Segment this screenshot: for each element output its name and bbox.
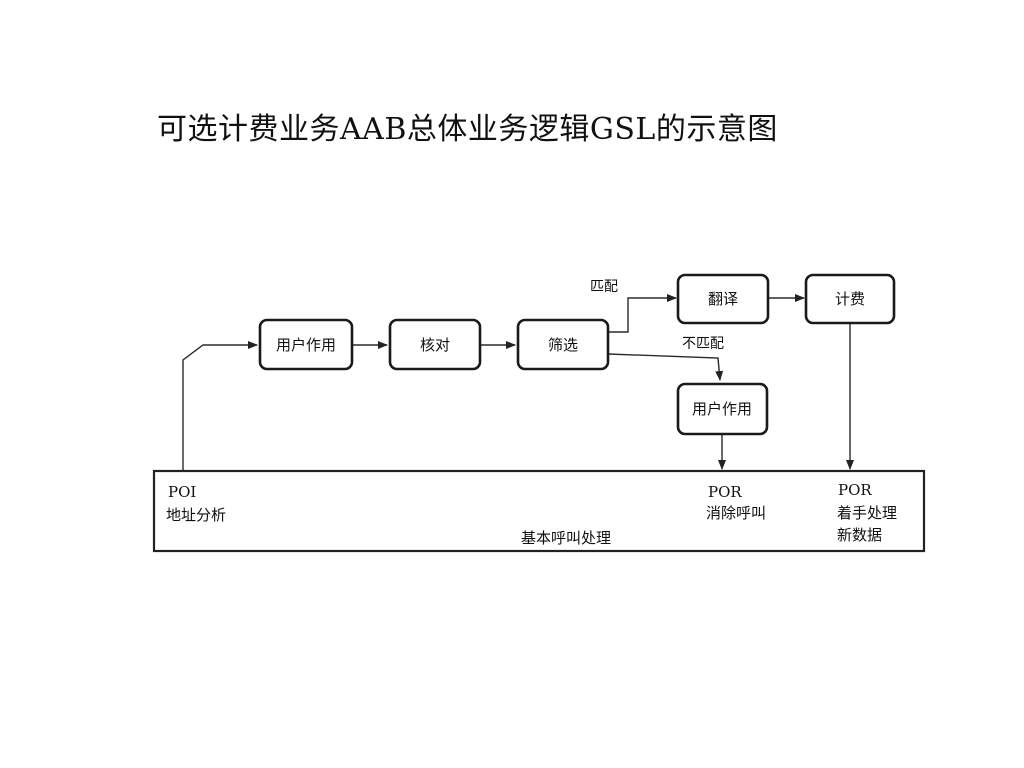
node-user-action-2: 用户作用: [676, 382, 769, 436]
node-user-action-2-label: 用户作用: [692, 400, 752, 418]
page-title: 可选计费业务AAB总体业务逻辑GSL的示意图: [157, 112, 778, 147]
node-screen-label: 筛选: [548, 336, 578, 354]
basic-call-processing-label: 基本呼叫处理: [521, 529, 611, 547]
node-verify: 核对: [388, 318, 482, 371]
node-billing-label: 计费: [835, 290, 865, 308]
edges: [182, 294, 854, 471]
por-release-label: POR: [708, 483, 742, 501]
edge-poi-to-user-action: [182, 341, 258, 471]
node-billing: 计费: [804, 273, 896, 325]
edge-screen-to-user-action-2: [607, 353, 724, 381]
edge-label-match: 匹配: [590, 279, 618, 295]
poi-address-analysis: 地址分析: [166, 506, 226, 524]
basic-call-processing-panel: POI 地址分析 POR 消除呼叫 POR 着手处理 新数据 基本呼叫处理: [152, 469, 926, 553]
node-screen: 筛选: [516, 318, 610, 371]
node-user-action-1: 用户作用: [258, 318, 354, 371]
node-translate: 翻译: [676, 273, 770, 325]
node-verify-label: 核对: [420, 336, 450, 354]
edge-label-no-match: 不匹配: [682, 336, 724, 352]
por-process-new-data: 新数据: [837, 526, 882, 544]
por-release-call: 消除呼叫: [706, 504, 766, 522]
por-process-label: POR: [838, 481, 872, 499]
poi-label: POI: [168, 483, 196, 501]
node-user-action-1-label: 用户作用: [276, 336, 336, 354]
edge-screen-to-translate: [608, 294, 677, 333]
node-translate-label: 翻译: [708, 290, 738, 308]
por-process-start: 着手处理: [837, 504, 897, 522]
